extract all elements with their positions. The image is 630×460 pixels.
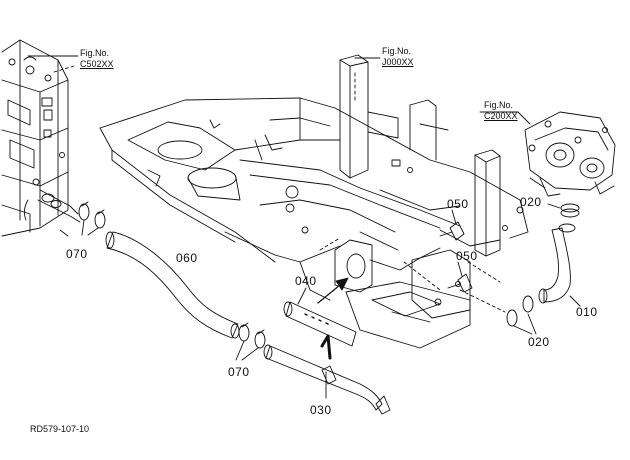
assembly-arrow [317,277,349,360]
sleeve-040-holes [304,313,329,325]
hose-010-end-bottom [538,288,548,304]
sleeve-040 [285,301,357,347]
part-label-030: 030 [310,403,332,417]
clamp-020-upper [560,203,580,218]
sleeve-040-end [283,301,293,317]
fitting-050-lower [447,273,473,293]
pipe-030-end [263,344,273,360]
leader-050-lower [457,261,463,277]
hose-060 [106,231,239,339]
clamp-070-upper [78,201,106,229]
diagram-code: RD579-107-10 [30,424,90,434]
part-label-010: 010 [576,305,598,319]
hose-060-end-top [105,231,115,249]
part-label-040: 040 [295,274,317,288]
part-label-020-lower: 020 [528,335,550,349]
part-label-050-upper: 050 [447,197,469,211]
clamp-020-lower [506,295,534,327]
main-frame [99,54,529,349]
leader-010 [569,295,581,307]
left-assembly-c502 [1,39,81,237]
leader-020-upper [547,203,561,209]
fig-ref-c200-label: Fig.No. [484,100,514,110]
part-label-020-upper: 020 [520,195,542,209]
part-label-050-lower: 050 [456,249,478,263]
pipe-030 [265,345,383,411]
fig-ref-j000-code: J000XX [382,57,414,67]
hose-010 [543,227,571,303]
part-label-070-upper: 070 [66,247,88,261]
hose-010-end-top [558,223,576,233]
leader-070-upper [81,219,99,236]
fig-ref-c502-label: Fig.No. [80,48,110,58]
fig-ref-c200: Fig.No. C200XX [484,100,518,122]
leader-070-lower [235,340,259,361]
fig-ref-c502: Fig.No. C502XX [80,48,114,70]
fig-ref-c502-code: C502XX [80,59,114,69]
leader-020-lower [513,313,537,335]
fig-ref-j000: Fig.No. J000XX [382,46,414,68]
fig-ref-c200-connect [517,111,531,125]
part-label-060: 060 [176,251,198,265]
fitting-050-upper [439,221,465,241]
fig-ref-j000-label: Fig.No. [382,46,412,56]
fig-ref-c200-code: C200XX [484,111,518,121]
leader-050-upper [451,209,457,225]
part-label-070-lower: 070 [228,365,250,379]
pump-assembly-c200 [524,111,616,197]
pipe-030-fitting [375,395,391,415]
leader-040 [297,287,307,305]
